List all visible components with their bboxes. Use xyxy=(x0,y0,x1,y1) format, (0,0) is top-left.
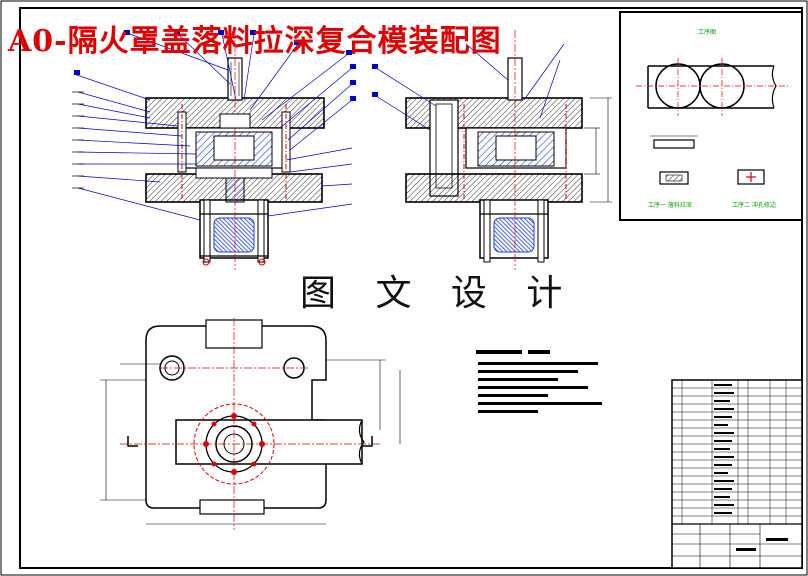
inner-border xyxy=(19,7,803,569)
watermark-text: 图 文 设 计 xyxy=(300,273,577,314)
right-section-view xyxy=(372,30,612,270)
title-block xyxy=(671,379,803,569)
technical-notes xyxy=(476,350,602,413)
left-section-view xyxy=(72,30,356,270)
plan-view xyxy=(100,318,401,530)
process-step-1-label: 工序一 落料拉深 xyxy=(648,202,692,209)
drawing-title: A0-隔火罩盖落料拉深复合模装配图 xyxy=(8,24,502,59)
process-step-2-label: 工序二 冲孔修边 xyxy=(732,202,776,209)
process-panel-heading: 工序图 xyxy=(698,29,717,36)
process-panel xyxy=(619,11,803,221)
